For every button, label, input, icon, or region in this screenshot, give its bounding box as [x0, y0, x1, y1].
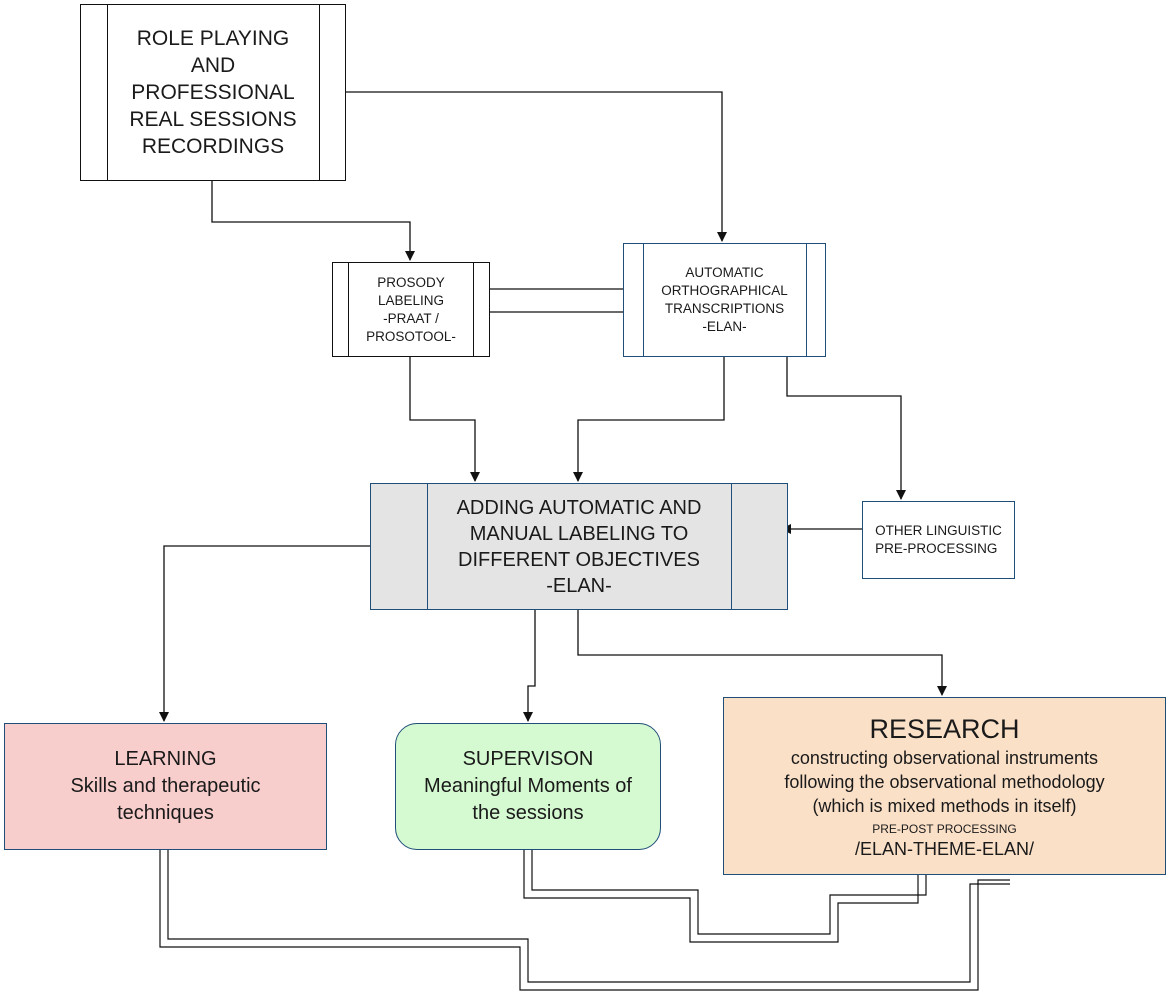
learning-text: LEARNING Skills and therapeutic techniqu…	[70, 746, 260, 827]
text-line: TRANSCRIPTIONS	[664, 301, 785, 316]
text-line: LEARNING	[114, 748, 217, 770]
research-tools-label: /ELAN-THEME-ELAN/	[854, 838, 1035, 859]
arrow-labeling-to-learning	[159, 545, 370, 722]
research-title: RESEARCH	[869, 713, 1020, 744]
text-line: constructing observational instruments	[790, 747, 1099, 768]
box-inner-bar	[107, 5, 108, 180]
arrow-recordings-to-prosody	[211, 181, 415, 261]
research-text: constructing observational instruments f…	[784, 746, 1104, 818]
text-line: Skills and therapeutic	[70, 775, 261, 797]
recordings-box: ROLE PLAYING AND PROFESSIONAL REAL SESSI…	[80, 4, 346, 181]
recordings-text: ROLE PLAYING AND PROFESSIONAL REAL SESSI…	[129, 25, 296, 160]
text-line: SUPERVISON	[462, 748, 594, 770]
text-line: ADDING AUTOMATIC AND	[456, 496, 702, 519]
labeling-text: ADDING AUTOMATIC AND MANUAL LABELING TO …	[457, 495, 702, 599]
text-line: RECORDINGS	[141, 135, 285, 158]
arrow-prosody-to-labeling	[409, 357, 480, 482]
other-text: OTHER LINGUISTIC PRE-PROCESSING	[875, 522, 1002, 558]
research-box: RESEARCH constructing observational inst…	[723, 697, 1166, 875]
arrow-labeling-to-supervision	[523, 610, 536, 722]
text-line: (which is mixed methods in itself)	[812, 795, 1077, 816]
other-preprocessing-box: OTHER LINGUISTIC PRE-PROCESSING	[862, 501, 1015, 579]
text-line: PROFESSIONAL	[131, 81, 295, 104]
supervision-box: SUPERVISON Meaningful Moments of the ses…	[395, 723, 661, 850]
text-line: PROSODY	[377, 274, 445, 290]
transcriptions-text: AUTOMATIC ORTHOGRAPHICAL TRANSCRIPTIONS …	[661, 264, 788, 336]
text-line: MANUAL LABELING TO	[469, 522, 689, 545]
box-inner-bar	[348, 263, 349, 356]
box-inner-bar	[319, 5, 320, 180]
feedback-line-supervision-inner	[531, 850, 927, 935]
text-line: -PRAAT /	[383, 310, 439, 326]
text-line: Meaningful Moments of	[424, 775, 632, 797]
text-line: following the observational methodology	[784, 771, 1105, 792]
text-line: REAL SESSIONS	[129, 108, 297, 131]
text-line: AND	[190, 54, 236, 77]
box-inner-bar	[643, 244, 644, 356]
text-line: the sessions	[472, 802, 584, 824]
text-line: ORTHOGRAPHICAL	[661, 283, 788, 298]
transcriptions-box: AUTOMATIC ORTHOGRAPHICAL TRANSCRIPTIONS …	[623, 243, 826, 357]
text-line: -ELAN-	[546, 574, 612, 597]
supervision-text: SUPERVISON Meaningful Moments of the ses…	[424, 746, 632, 827]
text-line: AUTOMATIC	[685, 265, 764, 280]
feedback-line-learning-outer	[159, 850, 1010, 991]
learning-box: LEARNING Skills and therapeutic techniqu…	[4, 723, 327, 850]
feedback-line-supervision-outer	[523, 850, 919, 943]
prosody-text: PROSODY LABELING -PRAAT / PROSOTOOL-	[366, 274, 456, 346]
text-line: -ELAN-	[702, 319, 747, 334]
text-line: OTHER LINGUISTIC	[875, 523, 1002, 538]
research-small-label: PRE-POST PROCESSING	[872, 821, 1017, 836]
text-line: PRE-PROCESSING	[875, 541, 998, 556]
box-inner-bar	[473, 263, 474, 356]
arrow-labeling-to-research	[577, 610, 947, 696]
text-line: DIFFERENT OBJECTIVES	[458, 548, 700, 571]
text-line: LABELING	[377, 292, 445, 308]
arrow-transcriptions-to-other	[786, 357, 906, 500]
box-inner-bar	[427, 484, 428, 609]
prosody-labeling-box: PROSODY LABELING -PRAAT / PROSOTOOL-	[332, 262, 490, 357]
text-line: PROSOTOOL-	[366, 328, 456, 344]
text-line: ROLE PLAYING	[136, 27, 290, 50]
arrow-recordings-to-transcriptions	[346, 91, 727, 242]
box-inner-bar	[806, 244, 807, 356]
text-line: techniques	[117, 802, 214, 824]
labeling-box: ADDING AUTOMATIC AND MANUAL LABELING TO …	[370, 483, 788, 610]
box-inner-bar	[731, 484, 732, 609]
arrow-transcriptions-to-labeling	[573, 357, 725, 482]
feedback-line-learning-inner	[167, 850, 1010, 983]
